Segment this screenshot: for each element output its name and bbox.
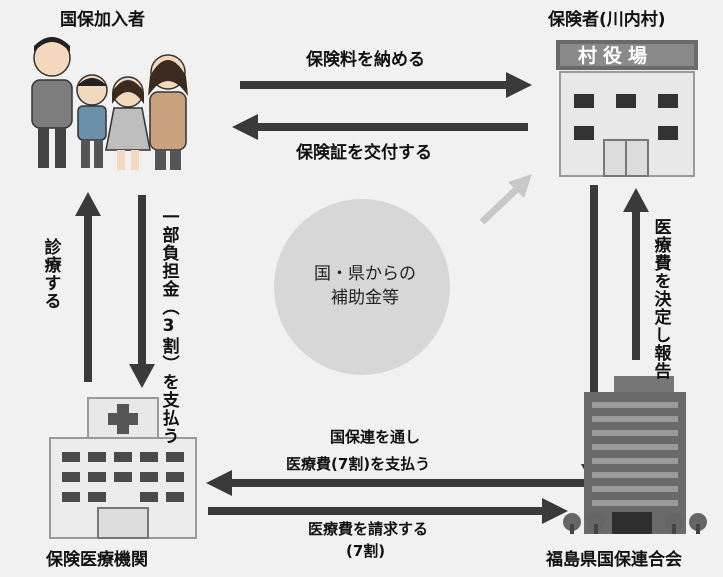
pay-premium-arrow xyxy=(240,72,532,98)
subsidy-line-2: 補助金等 xyxy=(331,288,399,308)
claim-ratio-label: (7割) xyxy=(346,542,386,560)
decide-report-label: 医療費を決定し報告 xyxy=(650,218,671,380)
hospital-building xyxy=(49,397,197,539)
issue-card-label: 保険証を交付する xyxy=(296,143,432,163)
treatment-label: 診療する xyxy=(40,238,61,310)
federation-building xyxy=(563,376,707,534)
decide-report-arrow xyxy=(623,188,649,360)
claim-costs-label: 医療費を請求する xyxy=(308,520,429,538)
insurer-label: 保険者(川内村) xyxy=(548,10,666,30)
claim-costs-arrow xyxy=(208,498,568,524)
treatment-arrow xyxy=(75,192,101,382)
issue-card-arrow xyxy=(232,114,528,140)
insured-label: 国保加入者 xyxy=(60,10,145,30)
subsidy-circle xyxy=(274,199,450,375)
subsidy-text: 国・県からの 補助金等 xyxy=(290,262,440,310)
via-federation-label: 国保連を通し xyxy=(330,428,421,446)
pay-costs-arrow xyxy=(206,470,588,496)
pay-costs-label: 医療費(7割)を支払う xyxy=(286,455,431,473)
village-office-building xyxy=(556,40,698,177)
copay-arrow xyxy=(129,195,155,388)
subsidy-line-1: 国・県からの xyxy=(314,264,416,284)
family-illustration xyxy=(31,37,188,170)
federation-label: 福島県国保連合会 xyxy=(546,550,682,570)
copay-label: 一部負担金（3割）を支払う xyxy=(158,208,179,445)
pay-premium-label: 保険料を納める xyxy=(306,50,425,70)
village-sign: 村役場 xyxy=(578,45,654,67)
medical-institution-label: 保険医療機関 xyxy=(46,550,148,570)
subsidy-arrow xyxy=(479,174,532,225)
